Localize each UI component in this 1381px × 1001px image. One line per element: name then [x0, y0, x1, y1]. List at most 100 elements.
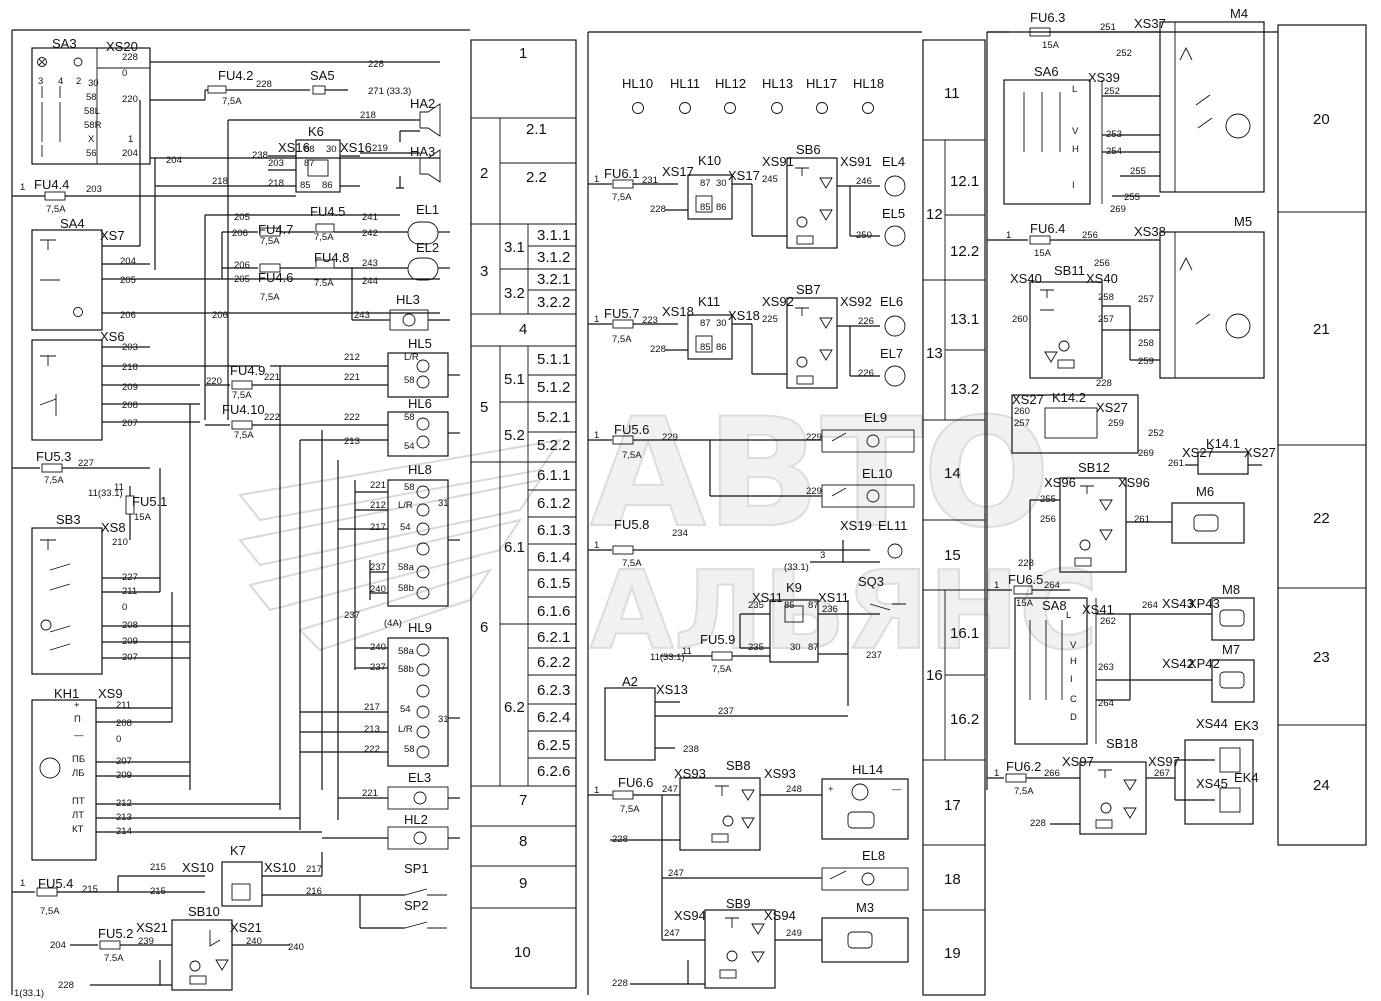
label-fu57: FU5.7 [604, 306, 639, 321]
wire-number: 1 [1006, 230, 1011, 241]
zone-16: 16 [926, 667, 943, 684]
zone-20: 20 [1313, 111, 1330, 128]
label-hl17: HL17 [806, 76, 837, 91]
wire-number: 206 [234, 260, 250, 271]
zone-5-2-1: 5.2.1 [537, 409, 570, 426]
label-k11: K11 [698, 294, 720, 309]
fuse-rating: 7,5A [46, 204, 66, 215]
wire-number: 205 [120, 275, 136, 286]
wire-number: 231 [642, 175, 658, 186]
label-xs97a: XS97 [1062, 754, 1094, 769]
wire-number: 212 [116, 798, 132, 809]
wire-number: 264 [1142, 600, 1158, 611]
wire-number: 243 [354, 310, 370, 321]
label-xs92a: XS92 [762, 294, 794, 309]
label-hl13: HL13 [762, 76, 793, 91]
zone-6-2-3: 6.2.3 [537, 682, 570, 699]
wire-number: 212 [370, 500, 386, 511]
label-xs45: XS45 [1196, 776, 1228, 791]
contact-label: ПТ [72, 796, 85, 807]
contact-label: L/R [398, 724, 413, 735]
label-xp43: XP43 [1188, 596, 1220, 611]
middle-section-wiring [588, 102, 915, 989]
wire-number: 261 [1168, 458, 1184, 469]
sa3-pin: 2 [76, 76, 81, 87]
zone-15: 15 [944, 547, 961, 564]
wire-number: 240 [370, 642, 386, 653]
contact-label: 58b [398, 583, 414, 594]
zone-2: 2 [480, 165, 488, 182]
label-xs27d: XS27 [1244, 445, 1276, 460]
contact-label: 58 [404, 482, 415, 493]
wire-number: 11 [114, 482, 124, 493]
zone-3-1-1: 3.1.1 [537, 227, 570, 244]
wire-number: 1 [994, 580, 999, 591]
zone-19: 19 [944, 945, 961, 962]
label-xs19: XS19 [840, 518, 872, 533]
label-xs37: XS37 [1134, 16, 1166, 31]
wire-number: 228 [1096, 378, 1112, 389]
label-fu66: FU6.6 [618, 775, 653, 790]
label-el8: EL8 [862, 848, 885, 863]
wire-number: 203 [86, 184, 102, 195]
wire-number: 247 [668, 868, 684, 879]
contact-label: 30 [716, 178, 727, 189]
label-m3: M3 [856, 900, 874, 915]
contact-label: 85 [300, 180, 311, 191]
wire-number: 220 [206, 376, 222, 387]
contact-label: + [74, 700, 80, 711]
label-xs38: XS38 [1134, 224, 1166, 239]
wire-number: 1(33.1) [14, 988, 44, 999]
wire-number: 255 [1124, 192, 1140, 203]
wire-number: 203 [268, 158, 284, 169]
label-sb18: SB18 [1106, 736, 1138, 751]
wire-number: 242 [362, 228, 378, 239]
wire-number: 205 [234, 274, 250, 285]
sa3-pin: 58L [84, 106, 100, 117]
zone-3-1: 3.1 [504, 239, 525, 256]
zone-13-2: 13.2 [950, 381, 979, 398]
wire-number: 227 [122, 572, 138, 583]
wire-number: 207 [122, 418, 138, 429]
wire-number: 259 [1108, 418, 1124, 429]
wire-number: 234 [672, 528, 688, 539]
zone-3-2: 3.2 [504, 285, 525, 302]
zone-3-1-2: 3.1.2 [537, 249, 570, 266]
contact-label: 85 [700, 342, 711, 353]
wire-number: 218 [122, 362, 138, 373]
wire-number: 215 [150, 862, 166, 873]
wire-number: 228 [58, 980, 74, 991]
wire-number: 226 [858, 368, 874, 379]
contact-label: L [1066, 610, 1071, 621]
wire-number: 219 [372, 143, 388, 154]
label-el10: EL10 [862, 466, 892, 481]
label-hl9: HL9 [408, 620, 432, 635]
wire-number: 1 [20, 878, 25, 889]
fuse-rating: 7,5A [40, 906, 60, 917]
left-section-wiring [12, 47, 460, 991]
wire-number: 0 [116, 734, 121, 745]
contact-label: C [1070, 694, 1077, 705]
zone-3: 3 [480, 263, 488, 280]
zone-6-2-4: 6.2.4 [537, 709, 570, 726]
wire-number: 256 [1094, 258, 1110, 269]
wire-number: 261 [1134, 514, 1150, 525]
contact-label: H [1072, 144, 1079, 155]
zone-6-1-6: 6.1.6 [537, 603, 570, 620]
contact-label: L [1072, 84, 1077, 95]
contact-label: 58 [404, 744, 415, 755]
label-m7: M7 [1222, 642, 1240, 657]
label-m4: M4 [1230, 6, 1248, 21]
label-xs16a: XS16 [278, 140, 310, 155]
zone-16-1: 16.1 [950, 625, 979, 642]
label-xs21a: XS21 [136, 920, 168, 935]
label-xs93a: XS93 [674, 766, 706, 781]
wire-number: 252 [1148, 428, 1164, 439]
label-xs91b: XS91 [840, 154, 872, 169]
label-fu61: FU6.1 [604, 166, 639, 181]
label-xs13: XS13 [656, 682, 688, 697]
label-ha2: HA2 [410, 96, 435, 111]
zone-17: 17 [944, 797, 961, 814]
